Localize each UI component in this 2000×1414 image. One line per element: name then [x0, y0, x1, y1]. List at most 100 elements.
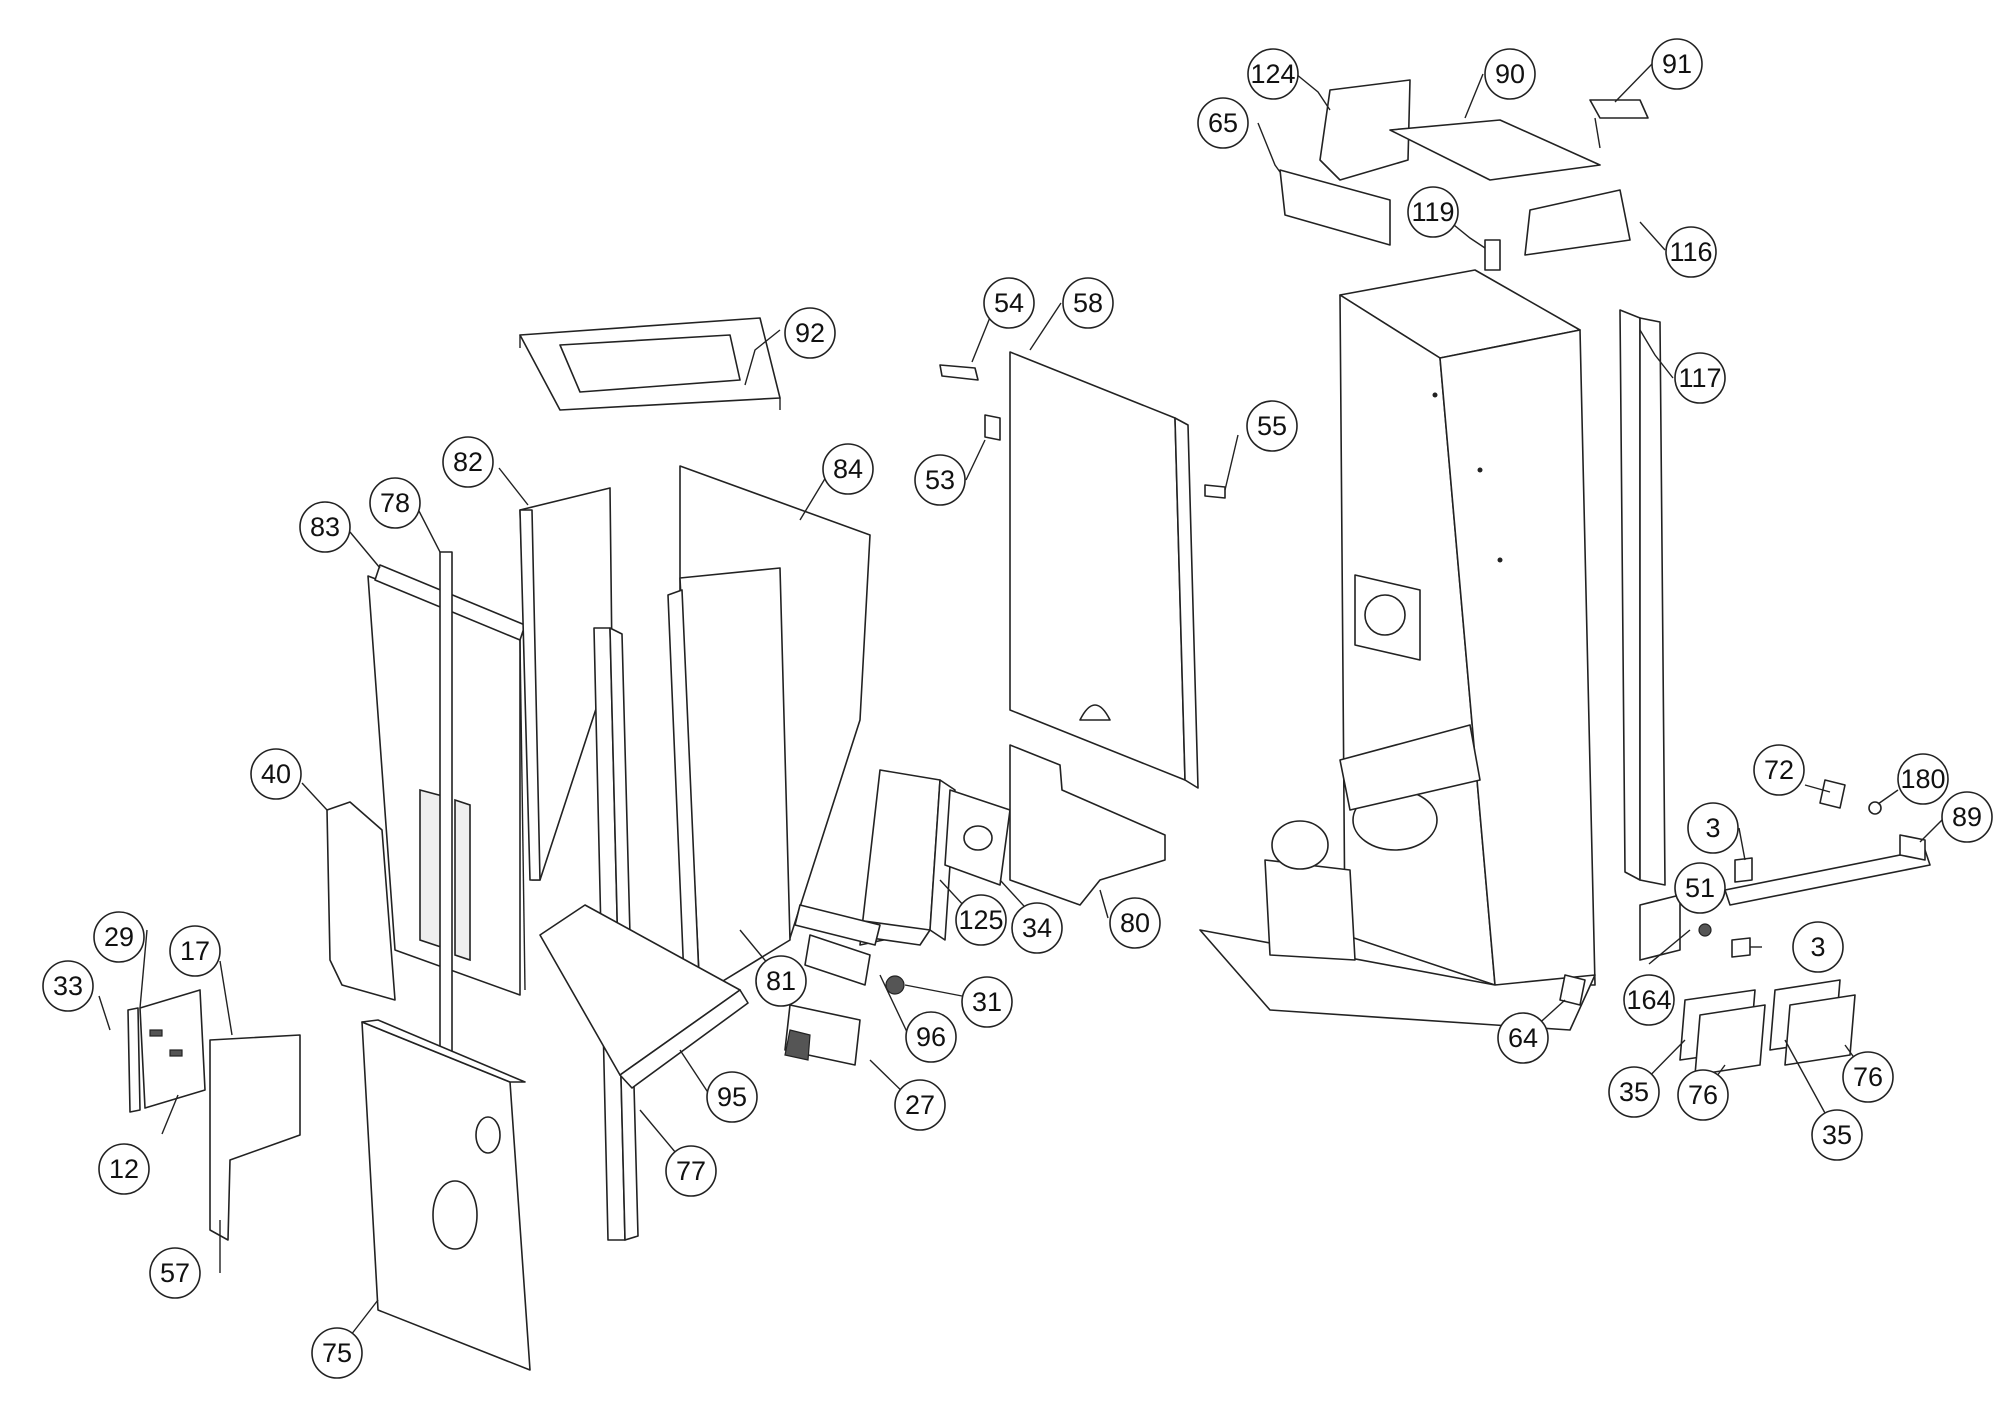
callout-label: 40 [261, 759, 291, 789]
callout-label: 180 [1900, 764, 1945, 794]
callout-51: 51 [1674, 862, 1726, 914]
part-119-clip [1484, 239, 1501, 271]
callout-27: 27 [894, 1079, 946, 1131]
callout-label: 84 [833, 454, 863, 484]
part-54-53-55-clips [939, 364, 1226, 499]
callout-label: 27 [905, 1090, 935, 1120]
callout-96: 96 [905, 1011, 957, 1063]
callout-58: 58 [1062, 277, 1114, 329]
callout-label: 75 [322, 1338, 352, 1368]
callout-76-left: 76 [1677, 1069, 1729, 1121]
callout-label: 81 [766, 966, 796, 996]
callout-180: 180 [1897, 753, 1949, 805]
callout-label: 83 [310, 512, 340, 542]
callout-label: 57 [160, 1258, 190, 1288]
callout-75: 75 [311, 1327, 363, 1379]
callout-label: 29 [104, 922, 134, 952]
callout-label: 53 [925, 465, 955, 495]
callout-164: 164 [1623, 974, 1675, 1026]
callout-29: 29 [93, 911, 145, 963]
part-81-mounting-plate [794, 904, 881, 946]
part-34-gasket-plate [944, 789, 1011, 886]
callout-label: 89 [1952, 802, 1982, 832]
callout-label: 65 [1208, 108, 1238, 138]
part-35-76-gaskets [1679, 979, 1856, 1076]
part-64-foot [1559, 974, 1586, 1006]
callout-35-right: 35 [1811, 1109, 1863, 1161]
callout-label: 125 [958, 905, 1003, 935]
callout-78: 78 [369, 477, 421, 529]
callout-119: 119 [1407, 186, 1459, 238]
part-90-top-plate [1389, 119, 1601, 181]
part-116-cover [1524, 189, 1631, 256]
callout-label: 64 [1508, 1023, 1538, 1053]
callout-label: 3 [1810, 932, 1825, 962]
callout-83: 83 [299, 501, 351, 553]
callout-3-lower: 3 [1792, 921, 1844, 973]
callout-35-left: 35 [1608, 1066, 1660, 1118]
callout-label: 54 [994, 288, 1024, 318]
callout-label: 90 [1495, 59, 1525, 89]
callout-82: 82 [442, 436, 494, 488]
callout-label: 17 [180, 936, 210, 966]
callout-81: 81 [755, 955, 807, 1007]
callout-55: 55 [1246, 400, 1298, 452]
callout-label: 78 [380, 488, 410, 518]
callout-57: 57 [149, 1247, 201, 1299]
part-117-side-rail [1619, 309, 1666, 886]
part-27-motor [784, 1004, 861, 1066]
callout-3-upper: 3 [1687, 802, 1739, 854]
callout-label: 76 [1688, 1080, 1718, 1110]
callout-label: 82 [453, 447, 483, 477]
callout-label: 77 [676, 1156, 706, 1186]
callout-label: 12 [109, 1154, 139, 1184]
callout-76-right: 76 [1842, 1051, 1894, 1103]
callout-label: 96 [916, 1022, 946, 1052]
callout-116: 116 [1665, 226, 1717, 278]
callout-77: 77 [665, 1145, 717, 1197]
callout-label: 92 [795, 318, 825, 348]
callout-72: 72 [1753, 744, 1805, 796]
callout-label: 119 [1411, 197, 1454, 227]
callout-label: 164 [1626, 985, 1671, 1015]
part-80-lower-bracket [1009, 744, 1166, 906]
callout-80: 80 [1109, 897, 1161, 949]
callout-label: 33 [53, 971, 83, 1001]
callout-95: 95 [706, 1071, 758, 1123]
callout-53: 53 [914, 454, 966, 506]
callout-117: 117 [1674, 352, 1726, 404]
callout-label: 35 [1619, 1077, 1649, 1107]
callout-label: 31 [972, 987, 1002, 1017]
callout-label: 55 [1257, 411, 1287, 441]
right-side-small-parts [1639, 779, 1931, 961]
callout-label: 51 [1685, 873, 1715, 903]
callout-125: 125 [955, 894, 1007, 946]
callout-label: 124 [1250, 59, 1295, 89]
callout-54: 54 [983, 277, 1035, 329]
callout-90: 90 [1484, 48, 1536, 100]
callout-40: 40 [250, 748, 302, 800]
part-78-post [439, 551, 453, 1081]
callout-65: 65 [1197, 97, 1249, 149]
callout-label: 3 [1705, 813, 1720, 843]
part-82-angled-panel [519, 487, 613, 881]
callout-31: 31 [961, 976, 1013, 1028]
callout-64: 64 [1497, 1012, 1549, 1064]
callout-34: 34 [1011, 902, 1063, 954]
part-92-top-frame [519, 317, 781, 411]
callout-12: 12 [98, 1143, 150, 1195]
callout-label: 72 [1764, 755, 1794, 785]
part-124-hood [1319, 79, 1411, 181]
callout-label: 58 [1073, 288, 1103, 318]
callout-label: 76 [1853, 1062, 1883, 1092]
part-29-control-board [127, 989, 206, 1113]
callout-label: 80 [1120, 908, 1150, 938]
part-84-rear-wedge [667, 465, 871, 1004]
callout-124: 124 [1247, 48, 1299, 100]
part-95-chute [539, 904, 749, 1089]
callout-92: 92 [784, 307, 836, 359]
callout-33: 33 [42, 960, 94, 1012]
main-cabinet [1199, 269, 1596, 1031]
callout-label: 116 [1669, 237, 1712, 267]
part-65-rail [1279, 169, 1391, 246]
